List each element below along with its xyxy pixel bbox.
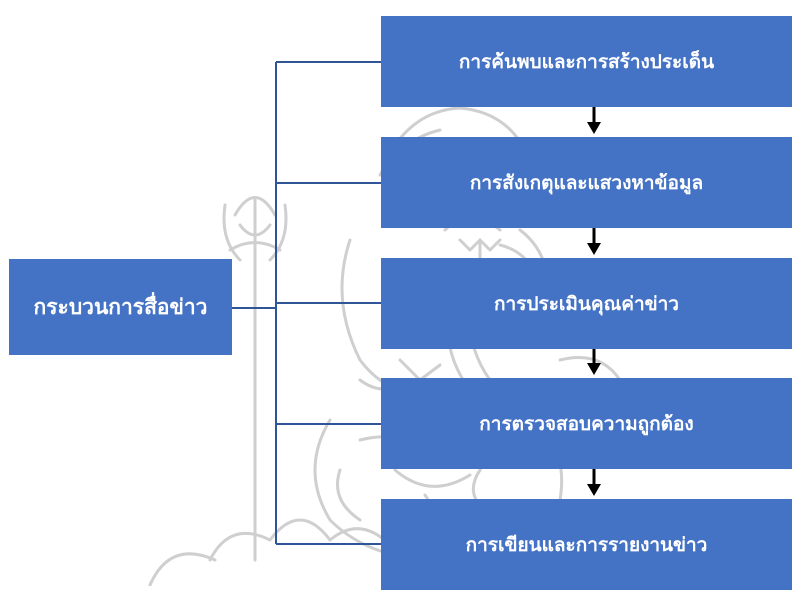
step-node-discovery: การค้นพบและการสร้างประเด็น (381, 16, 792, 107)
down-arrow-icon-4 (587, 469, 601, 496)
step-node-verification: การตรวจสอบความถูกต้อง (381, 378, 792, 469)
down-arrow-icon-1 (587, 107, 601, 134)
down-arrow-icon-3 (587, 349, 601, 375)
step-node-label: การเขียนและการรายงานข่าว (465, 533, 708, 556)
down-arrow-icon-2 (587, 228, 601, 255)
step-node-label: การประเมินคุณค่าข่าว (494, 292, 679, 315)
step-node-writing-reporting: การเขียนและการรายงานข่าว (381, 499, 792, 590)
step-node-label: การค้นพบและการสร้างประเด็น (458, 50, 715, 73)
step-node-evaluation: การประเมินคุณค่าข่าว (381, 258, 792, 349)
root-node-label: กระบวนการสื่อข่าว (33, 294, 208, 319)
step-node-label: การสังเกตุและแสวงหาข้อมูล (469, 171, 704, 194)
root-node-news-process: กระบวนการสื่อข่าว (9, 259, 232, 355)
step-node-label: การตรวจสอบความถูกต้อง (479, 412, 694, 435)
step-node-observation: การสังเกตุและแสวงหาข้อมูล (381, 137, 792, 228)
